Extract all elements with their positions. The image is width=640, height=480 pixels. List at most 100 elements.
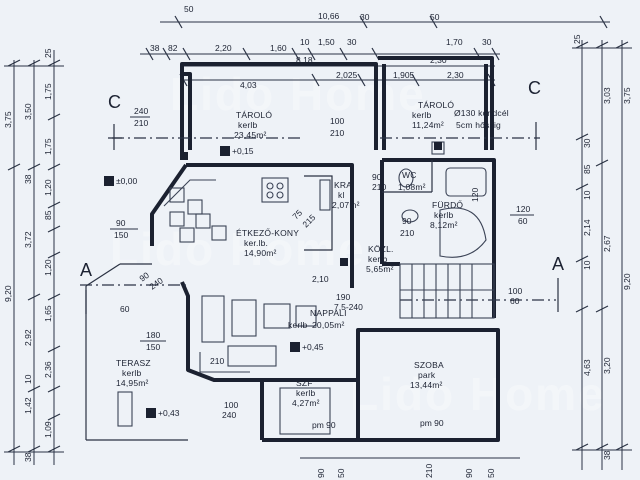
room-note-2: 5cm hőszig xyxy=(456,120,501,130)
dim-190: 190 xyxy=(336,292,350,302)
furniture xyxy=(117,141,495,435)
dim-row4-0: 4,03 xyxy=(240,80,257,90)
section-c-left-arrow xyxy=(108,124,122,150)
dim-150a: 150 xyxy=(114,230,128,240)
dim-120b: 120 xyxy=(470,188,480,202)
staircase xyxy=(399,263,495,319)
dim-60a: 60 xyxy=(518,216,528,226)
dim-210f: 210 xyxy=(210,356,224,366)
dim-left-inner-1: 1,75 xyxy=(43,83,53,100)
dim-row2-8: 30 xyxy=(482,37,492,47)
dim-left-mid-0: 3,50 xyxy=(23,103,33,120)
dim-240c: 7,5-240 xyxy=(334,302,363,312)
dim-right-mid-1: 2,67 xyxy=(602,235,612,252)
room-name: KRA xyxy=(334,180,352,190)
dim-right-mid-2: 4,63 xyxy=(582,359,592,376)
room-area: 13,44m² xyxy=(410,380,443,390)
dim-left-inner-11: 38 xyxy=(23,452,33,462)
dim-left-mid-2: 2,92 xyxy=(23,329,33,346)
top-dimensions: 10,66 50 30 50 38 82 2,20 1,60 10 1,50 3… xyxy=(140,4,610,90)
room-floor: kerlb xyxy=(412,110,431,120)
room-floor: park xyxy=(418,370,436,380)
dim-right-outer-0: 3,75 xyxy=(622,87,632,104)
room-name: SZF xyxy=(296,378,313,388)
section-a-right: A xyxy=(552,254,564,274)
room-floor: kl xyxy=(338,190,345,200)
dim-pm90b: pm 90 xyxy=(420,418,444,428)
dim-top-30: 30 xyxy=(360,12,370,22)
room-note-1: Ø130 kondcél xyxy=(454,108,509,118)
dim-left-inner-9: 10 xyxy=(23,374,33,384)
dim-right-mid-0: 3,03 xyxy=(602,87,612,104)
dim-210e: 2,10 xyxy=(312,274,329,284)
room-name: NAPPALI xyxy=(310,308,347,318)
dim-row2-1: 82 xyxy=(168,43,178,53)
dim-row3-0: 8,18 xyxy=(296,55,313,65)
dim-left-outer-1: 9,20 xyxy=(3,285,13,302)
dim-row4-2: 1,905 xyxy=(393,70,415,80)
room-area: 14,95m² xyxy=(116,378,149,388)
room-floor: kerlb xyxy=(122,368,141,378)
dim-row2-4: 10 xyxy=(300,37,310,47)
room-label-etkezo: ÉTKEZŐ-KONY ker.lb. 14,90m² xyxy=(236,228,299,258)
room-name: TÁROLÓ xyxy=(236,110,272,120)
section-lines xyxy=(80,137,556,441)
dim-top-50a: 50 xyxy=(184,4,194,14)
watermark-top: Lido Home xyxy=(170,68,426,120)
room-area: 23,45m² xyxy=(234,130,267,140)
dim-left-inner-2: 1,75 xyxy=(43,138,53,155)
room-area: 11,24m² xyxy=(412,120,444,130)
dim-right-inner-3: 2,14 xyxy=(582,219,592,236)
dim-90d: 90 xyxy=(372,172,382,182)
dim-right-outer-1: 9,20 xyxy=(622,273,632,290)
dim-right-inner-1: 30 xyxy=(582,138,592,148)
room-name: ÉTKEZŐ-KONY xyxy=(236,228,299,238)
dim-left-inner-8: 2,36 xyxy=(43,361,53,378)
dim-pm90a: pm 90 xyxy=(312,420,336,430)
room-area: 1,08m² xyxy=(398,182,426,192)
room-floor: kerlb xyxy=(238,120,257,130)
room-area: 14,90m² xyxy=(244,248,277,258)
dim-90a: 90 xyxy=(116,218,126,228)
left-dimensions: 3,75 9,20 3,50 3,72 2,92 1,42 25 1,75 1,… xyxy=(3,48,64,465)
dim-right-inner-0: 25 xyxy=(572,34,582,44)
dim-row2-7: 1,70 xyxy=(446,37,463,47)
room-floor: ker.lb. xyxy=(244,238,268,248)
room-label-terasz: TERASZ kerlb 14,95m² xyxy=(116,358,151,388)
dim-right-inner-7: 38 xyxy=(602,450,612,460)
room-name: KÖZL. xyxy=(368,244,394,254)
room-name: SZOBA xyxy=(414,360,444,370)
watermark-bottom: Lido Home xyxy=(350,368,606,420)
room-label-nappali: NAPPALI kerlb 20,05m² xyxy=(288,308,347,330)
room-label-kra: KRA kl 2,07m² xyxy=(332,180,359,210)
dim-210d: 210 xyxy=(372,182,386,192)
room-name: TÁROLÓ xyxy=(418,100,454,110)
section-a-left: A xyxy=(80,260,92,280)
section-c-left: C xyxy=(108,92,121,112)
dim-180: 180 xyxy=(146,330,160,340)
room-name: WC xyxy=(402,170,417,180)
dim-right-inner-4: 85 xyxy=(582,164,592,174)
room-floor: kerlb xyxy=(288,320,307,330)
room-area: 4,27m² xyxy=(292,398,320,408)
section-c-right: C xyxy=(528,78,541,98)
dim-left-inner-4: 1,20 xyxy=(43,179,53,196)
interior-dimensions: 240 210 100 210 90 150 90 240 180 150 12… xyxy=(110,106,534,430)
room-name: FÜRDŐ xyxy=(432,200,463,210)
dim-row4-1: 2,025 xyxy=(336,70,358,80)
dim-row2-5: 1,50 xyxy=(318,37,335,47)
room-floor: kerlb xyxy=(296,388,315,398)
dim-row2-6: 30 xyxy=(347,37,357,47)
dim-right-inner-6: 3,20 xyxy=(602,357,612,374)
dim-left-inner-10: 1,09 xyxy=(43,421,53,438)
room-label-furdo: FÜRDŐ kerlb 8,12m² xyxy=(430,200,463,230)
dim-100b: 100 xyxy=(508,286,522,296)
dim-240d: 240 xyxy=(222,410,236,420)
dim-row2-0: 38 xyxy=(150,43,160,53)
room-name: TERASZ xyxy=(116,358,151,368)
room-label-szoba: SZOBA park 13,44m² xyxy=(410,360,444,390)
dim-210b: 210 xyxy=(330,128,344,138)
dim-top-50b: 50 xyxy=(430,12,440,22)
level-terrace: +0,43 xyxy=(158,408,180,418)
